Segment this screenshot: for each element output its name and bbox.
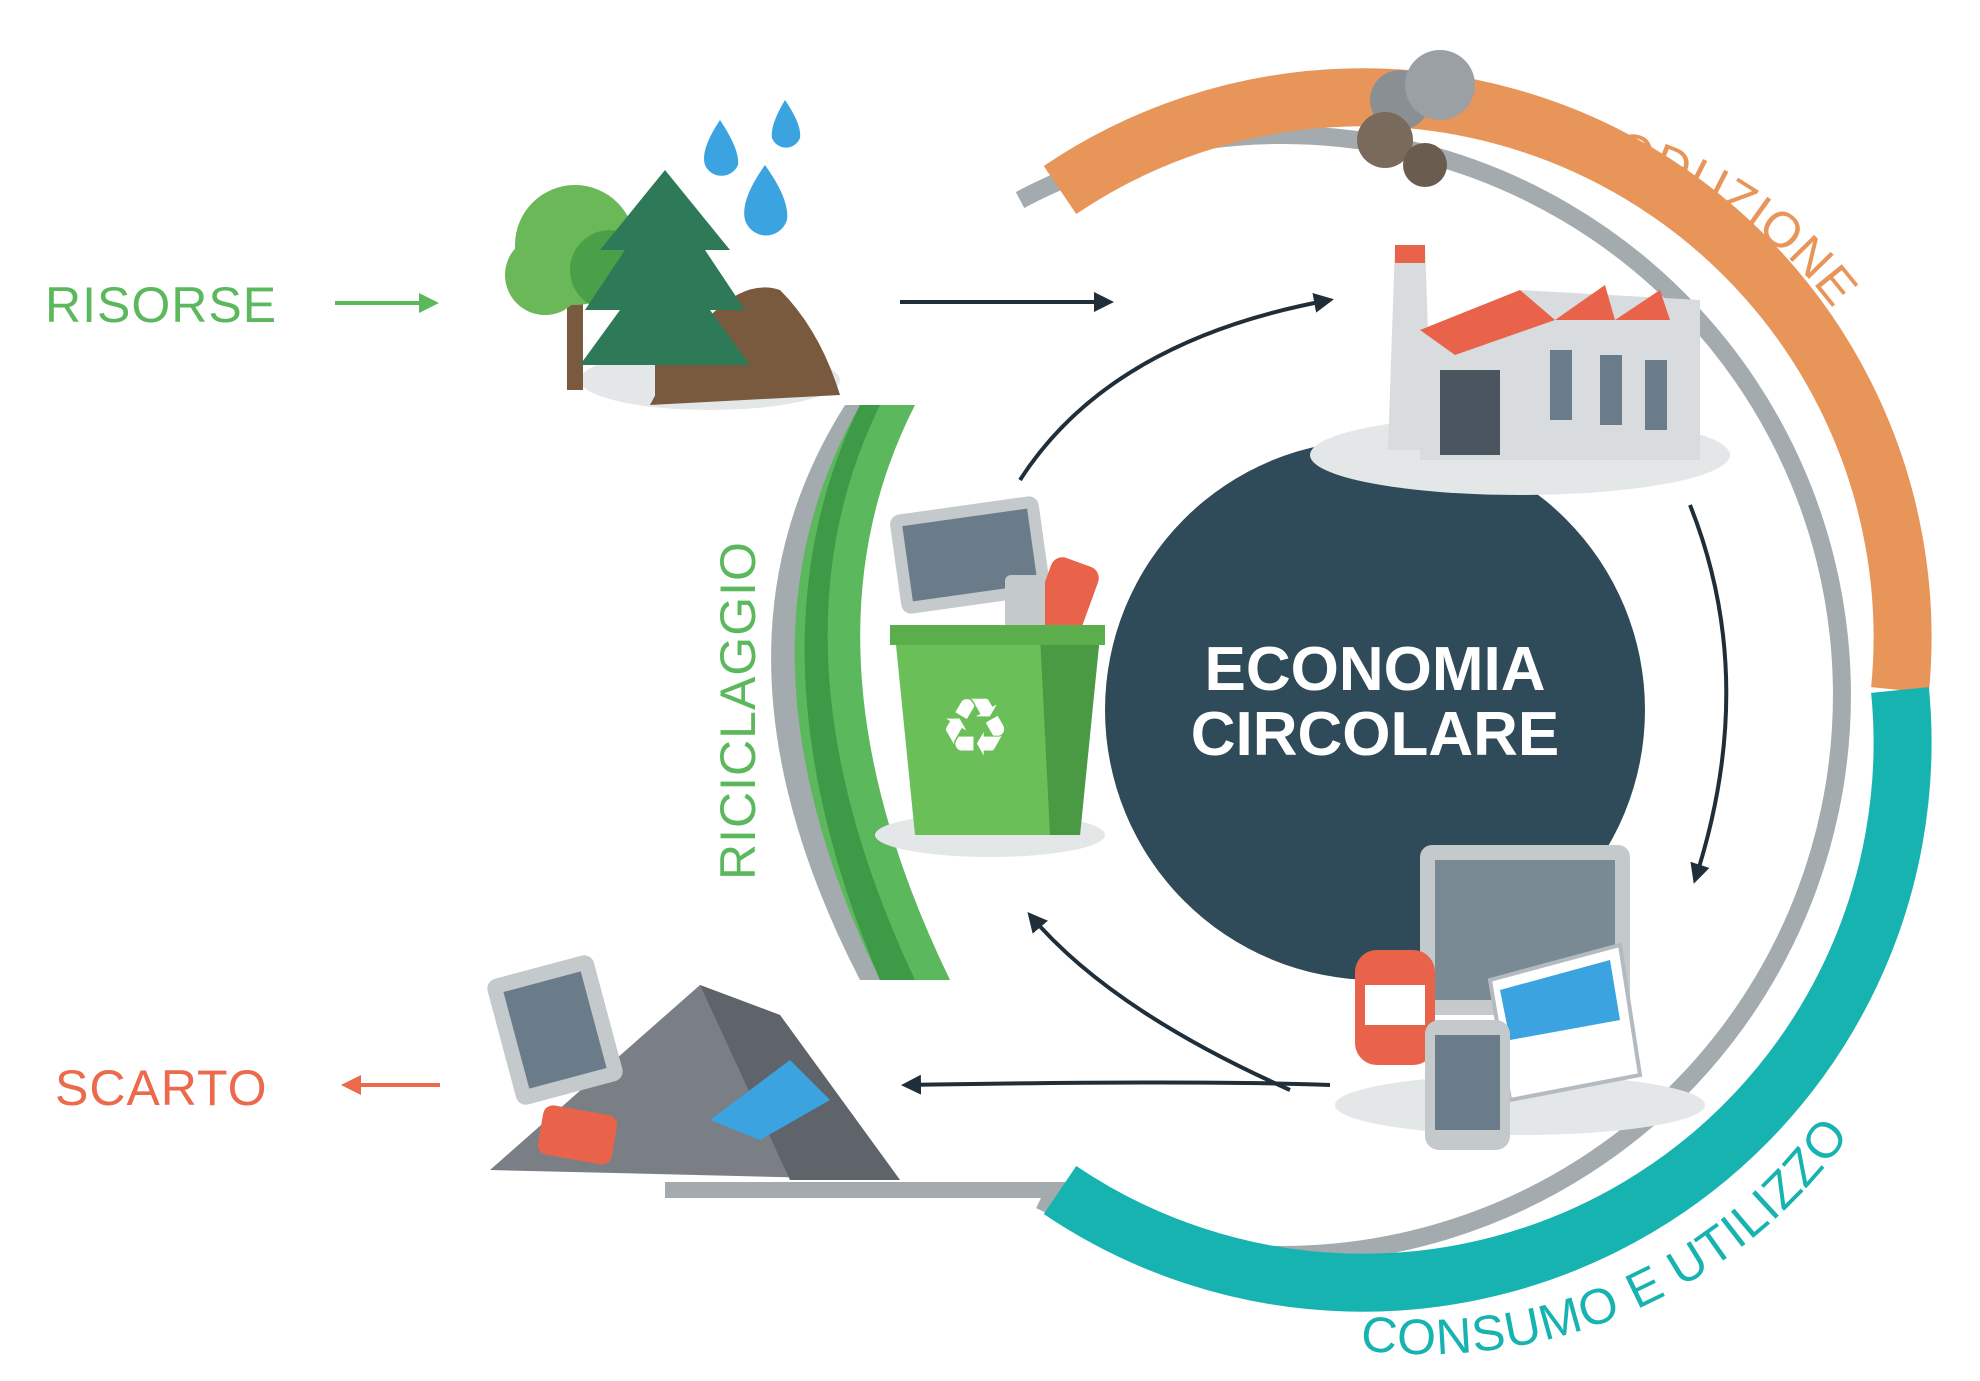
waste-pile-icon [487,955,900,1180]
arrow-consumption-to-recycling [1027,911,1291,1092]
center-title-line-1: ECONOMIA [1205,635,1546,704]
factory-icon [1310,50,1730,495]
recycle-symbol: ♻ [939,683,1011,772]
label-resources: RISORSE [45,277,277,333]
recycle-bin-icon: ♻ [875,496,1105,857]
arrow-consumption-to-waste [901,1074,1331,1095]
cycle-arrows [900,292,1729,1095]
recycling-band [771,405,950,980]
tree-icon [505,170,840,410]
production-band [1043,68,1932,693]
arrow-production-to-consumption [1688,504,1729,884]
arrow-recycling-to-production [1018,293,1334,482]
label-waste: SCARTO [55,1060,268,1116]
devices-icon [1335,845,1705,1150]
label-recycling: RICICLAGGIO [710,541,766,880]
water-drop-icon [704,100,801,236]
consumption-band [1043,687,1932,1312]
center-title-line-2: CIRCOLARE [1191,700,1560,769]
